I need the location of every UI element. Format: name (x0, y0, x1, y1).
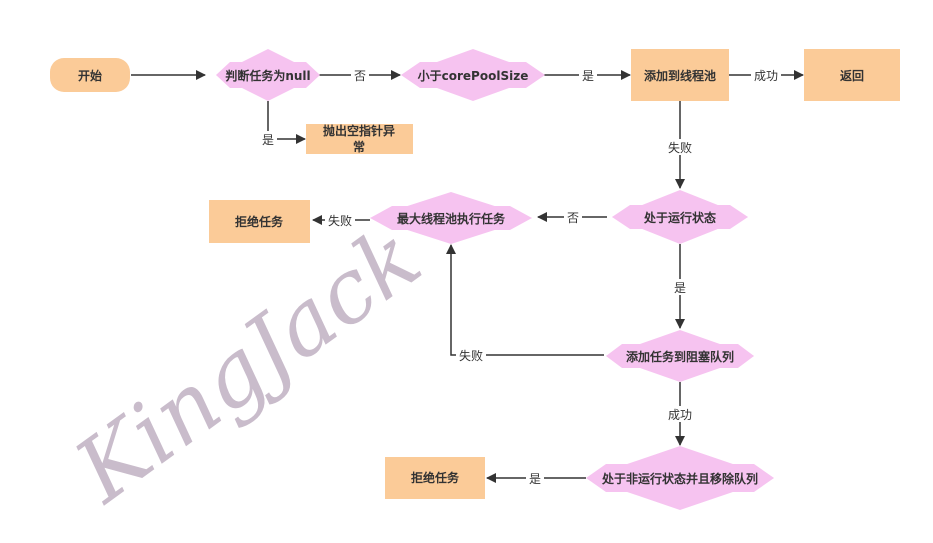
node-return (804, 49, 900, 101)
node-check-null-label: 判断任务为null (225, 68, 310, 83)
node-return-label: 返回 (840, 68, 864, 83)
edge-labels: 否 是 是 成功 失败 否 失败 是 失败 成功 是 (259, 67, 781, 486)
edge-label-pool-success: 成功 (754, 69, 778, 83)
edge-label-pool-fail: 失败 (668, 140, 692, 155)
node-reject-1-label: 拒绝任务 (235, 214, 284, 229)
edge-label-remove-yes: 是 (529, 472, 541, 486)
nodes: 开始 判断任务为null 抛出空指针异 常 小于corePoolSize 添加到… (50, 49, 900, 510)
edge-label-running-no: 否 (567, 211, 579, 225)
edge-label-null-yes: 是 (262, 133, 274, 147)
edge-label-core-yes: 是 (582, 69, 594, 83)
node-add-pool (631, 49, 729, 101)
edge-label-null-no: 否 (354, 69, 366, 83)
edge-label-queue-success: 成功 (668, 408, 692, 422)
node-throw-npe-line2: 常 (353, 139, 365, 154)
edge-label-max-fail: 失败 (328, 213, 352, 228)
node-throw-npe-line1: 抛出空指针异 (323, 123, 395, 138)
edge-add-queue-to-max-pool (446, 244, 604, 356)
node-start-label: 开始 (78, 68, 102, 83)
edge-label-running-yes: 是 (674, 281, 686, 295)
node-check-core-label: 小于corePoolSize (418, 68, 529, 83)
node-throw-npe (306, 124, 413, 154)
node-not-running-remove-label: 处于非运行状态并且移除队列 (601, 471, 758, 486)
node-start (50, 58, 130, 92)
node-reject-1 (209, 200, 310, 243)
node-max-pool-label: 最大线程池执行任务 (397, 211, 506, 226)
node-reject-2 (385, 457, 485, 499)
node-add-pool-label: 添加到线程池 (644, 68, 716, 83)
node-add-queue-label: 添加任务到阻塞队列 (626, 349, 734, 364)
watermark-text: KingJack (55, 205, 439, 523)
node-is-running-label: 处于运行状态 (643, 210, 716, 225)
edge-label-queue-fail: 失败 (459, 348, 483, 363)
node-reject-2-label: 拒绝任务 (411, 470, 460, 485)
